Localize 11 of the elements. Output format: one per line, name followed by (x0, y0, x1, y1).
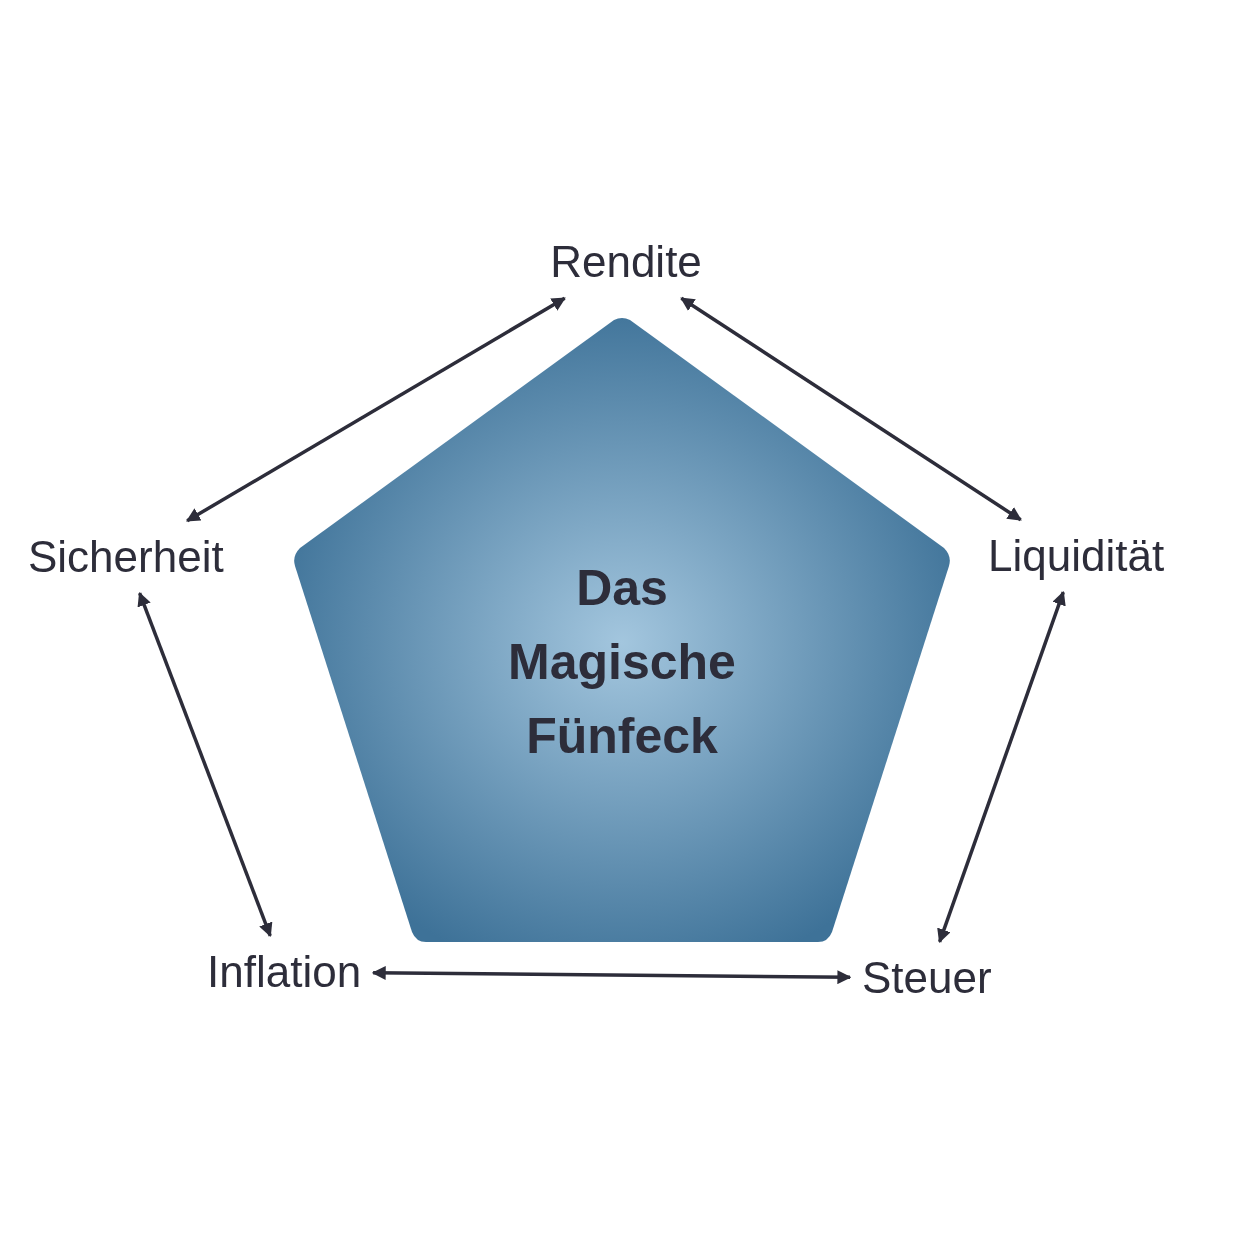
double-arrow (186, 296, 566, 523)
goal-label: Inflation (207, 947, 362, 997)
goal-label: Rendite (550, 237, 702, 287)
goal-label: Liquidität (988, 531, 1165, 581)
double-arrow (937, 590, 1066, 944)
goal-label: Steuer (862, 953, 992, 1003)
double-arrow (371, 965, 852, 985)
double-arrow (680, 296, 1022, 522)
goal-label: Sicherheit (28, 532, 224, 582)
double-arrow (137, 591, 273, 938)
center-title: Das Magische Fünfeck (507, 559, 737, 766)
